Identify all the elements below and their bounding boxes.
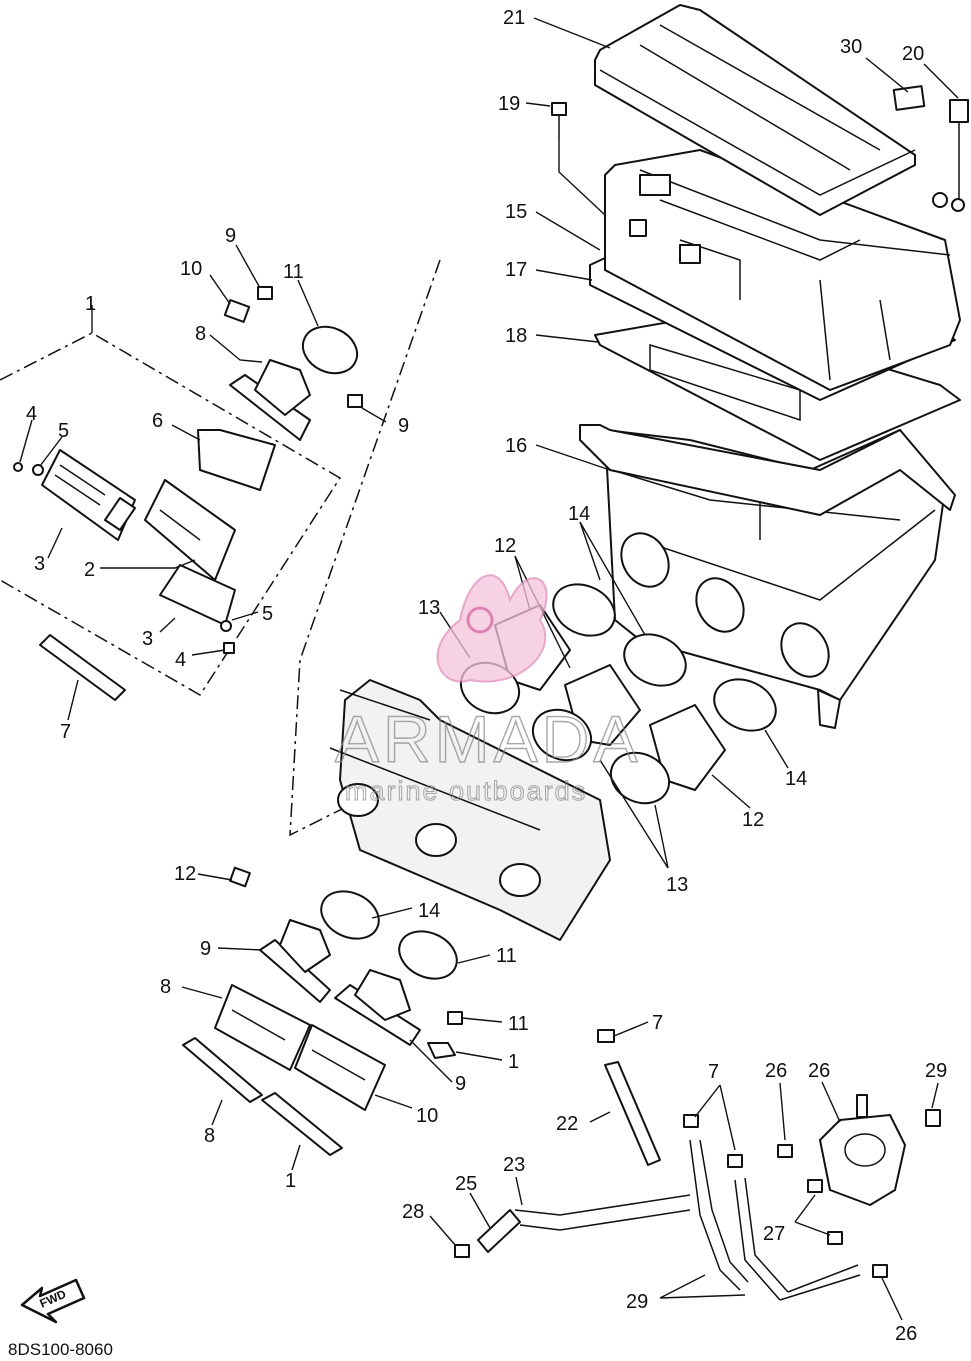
callout-label: 5 (58, 420, 69, 442)
part-code: 8DS100-8060 (8, 1340, 113, 1359)
callout-label: 10 (416, 1105, 438, 1127)
callout-label: 29 (925, 1060, 947, 1082)
callout-labels: 21 30 20 19 15 17 18 16 9 10 11 8 9 1 6 … (26, 7, 947, 1345)
callout-label: 3 (34, 553, 45, 575)
leader-lines (19, 17, 959, 1321)
callout-label: 12 (742, 809, 764, 831)
callout-label: 10 (180, 258, 202, 280)
callout-label: 11 (508, 1013, 529, 1035)
callout-label: 7 (708, 1061, 719, 1083)
callout-label: 14 (785, 768, 807, 790)
callout-label: 6 (152, 410, 163, 432)
fuel-pump-group (454, 1029, 941, 1301)
callout-label: 4 (175, 649, 186, 671)
callout-label: 14 (568, 503, 590, 525)
callout-label: 8 (160, 976, 171, 998)
callout-label: 26 (808, 1060, 830, 1082)
callout-label: 12 (494, 535, 516, 557)
callout-label: 7 (652, 1012, 663, 1034)
callout-label: 19 (498, 93, 520, 115)
callout-label: 18 (505, 325, 527, 347)
callout-label: 12 (174, 863, 196, 885)
callout-label: 15 (505, 201, 527, 223)
air-filter-case (551, 4, 969, 732)
callout-label: 20 (902, 43, 924, 65)
callout-label: 1 (85, 293, 96, 315)
callout-label: 8 (195, 323, 206, 345)
watermark: ARMADA marine outboards (334, 574, 641, 807)
callout-label: 1 (285, 1170, 296, 1192)
callout-label: 3 (142, 628, 153, 650)
callout-label: 13 (418, 597, 440, 619)
callout-label: 13 (666, 874, 688, 896)
callout-label: 16 (505, 435, 527, 457)
callout-label: 7 (60, 721, 71, 743)
callout-label: 17 (505, 259, 527, 281)
callout-label: 9 (455, 1073, 466, 1095)
callout-label: 9 (200, 938, 211, 960)
callout-label: 22 (556, 1113, 578, 1135)
callout-label: 23 (503, 1154, 525, 1176)
callout-label: 2 (84, 559, 95, 581)
callout-label: 25 (455, 1173, 477, 1195)
watermark-tagline: marine outboards (345, 776, 587, 806)
callout-label: 29 (626, 1291, 648, 1313)
callout-label: 28 (402, 1201, 424, 1223)
callout-label: 5 (262, 603, 273, 625)
callout-label: 21 (503, 7, 525, 29)
lower-manifold-group (182, 866, 463, 1156)
callout-label: 11 (283, 261, 304, 283)
callout-label: 27 (763, 1223, 785, 1245)
callout-label: 14 (418, 900, 440, 922)
callout-label: 9 (398, 415, 409, 437)
callout-label: 1 (508, 1051, 519, 1073)
callout-label: 4 (26, 403, 37, 425)
callout-label: 9 (225, 225, 236, 247)
callout-label: 11 (496, 945, 517, 967)
watermark-logo (436, 574, 548, 683)
watermark-brand: ARMADA (335, 702, 641, 776)
callout-label: 30 (840, 36, 862, 58)
fwd-arrow-icon: FWD (20, 1278, 86, 1324)
callout-label: 8 (204, 1125, 215, 1147)
callout-label: 26 (765, 1060, 787, 1082)
callout-label: 26 (895, 1323, 917, 1345)
